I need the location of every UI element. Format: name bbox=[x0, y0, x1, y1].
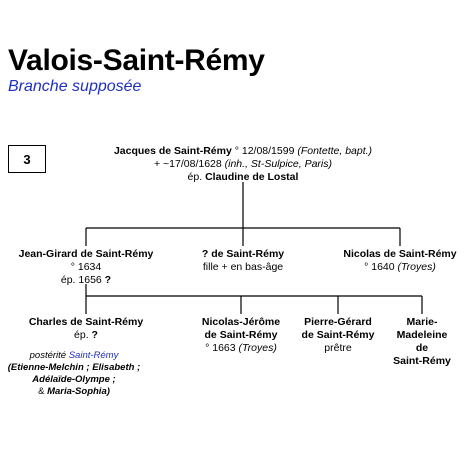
grandchild-2-birth: ° 1663 bbox=[205, 342, 236, 354]
grandchild-1-spouse-line: ép. ? bbox=[29, 329, 143, 342]
grandchild-4-name-line1: Marie- bbox=[406, 316, 438, 328]
posterity-label: postérité bbox=[29, 350, 67, 361]
grandchild-1-spouse: ? bbox=[91, 329, 98, 341]
posterity-line-2: Adélaïde-Olympe ; bbox=[32, 374, 116, 385]
child-3-birth: ° 1640 bbox=[364, 261, 395, 273]
root-death: + ~17/08/1628 bbox=[153, 158, 222, 170]
grandchild-4-name-line3: de bbox=[415, 342, 429, 354]
child-3: Nicolas de Saint-Rémy ° 1640 (Troyes) bbox=[343, 248, 456, 274]
child-1: Jean-Girard de Saint-Rémy ° 1634 ép. 165… bbox=[19, 248, 154, 287]
root-line2: + ~17/08/1628 (inh., St-Sulpice, Paris) bbox=[114, 158, 372, 171]
grandchild-1: Charles de Saint-Rémy ép. ? bbox=[29, 316, 143, 342]
child-2-name: ? de Saint-Rémy bbox=[201, 248, 285, 260]
grandchild-3-name-line2: de Saint-Rémy bbox=[301, 329, 375, 341]
grandchild-4: Marie- Madeleine de Saint-Rémy bbox=[393, 316, 451, 368]
root-person: Jacques de Saint-Rémy ° 12/08/1599 (Font… bbox=[114, 145, 372, 184]
child-1-marriage: ép. 1656 ? bbox=[19, 274, 154, 287]
root-death-note: (inh., St-Sulpice, Paris) bbox=[224, 158, 333, 170]
posterity-line-0: postérité Saint-Rémy bbox=[8, 350, 141, 362]
child-3-name: Nicolas de Saint-Rémy bbox=[343, 248, 457, 260]
grandchild-2-name-line2: de Saint-Rémy bbox=[204, 329, 278, 341]
grandchild-2: Nicolas-Jérôme de Saint-Rémy ° 1663 (Tro… bbox=[202, 316, 280, 355]
page-subtitle: Branche supposée bbox=[8, 78, 142, 95]
child-2-note: fille + en bas-âge bbox=[202, 261, 284, 273]
grandchild-4-name-line4: Saint-Rémy bbox=[393, 355, 451, 367]
root-line1: Jacques de Saint-Rémy ° 12/08/1599 (Font… bbox=[114, 145, 372, 158]
generation-number-box: 3 bbox=[8, 145, 46, 173]
grandchild-2-birth-note: (Troyes) bbox=[238, 342, 277, 354]
generation-number: 3 bbox=[23, 151, 31, 167]
grandchild-2-birth-line: ° 1663 (Troyes) bbox=[202, 342, 280, 355]
posterity-line-3-prefix: & bbox=[38, 386, 45, 397]
grandchild-2-name-line1: Nicolas-Jérôme bbox=[201, 316, 281, 328]
child-1-marriage-spouse: ? bbox=[104, 274, 112, 286]
child-3-birth-note: (Troyes) bbox=[397, 261, 436, 273]
page-title: Valois-Saint-Rémy bbox=[8, 44, 265, 77]
posterity-link[interactable]: Saint-Rémy bbox=[68, 350, 119, 361]
grandchild-3-note: prêtre bbox=[324, 342, 352, 354]
grandchild-3-name-line1: Pierre-Gérard bbox=[304, 316, 372, 328]
posterity-line-1: (Etienne-Melchin ; Elisabeth ; bbox=[7, 362, 141, 373]
grandchild-1-posterity: postérité Saint-Rémy (Etienne-Melchin ; … bbox=[8, 350, 141, 398]
child-1-birth: ° 1634 bbox=[70, 261, 102, 273]
root-line3: ép. Claudine de Lostal bbox=[114, 171, 372, 184]
grandchild-3: Pierre-Gérard de Saint-Rémy prêtre bbox=[302, 316, 375, 355]
child-2: ? de Saint-Rémy fille + en bas-âge bbox=[202, 248, 284, 274]
grandchild-1-spouse-prefix: ép. bbox=[74, 329, 89, 341]
posterity-line-3: & Maria-Sophia) bbox=[8, 386, 141, 398]
child-1-marriage-prefix: ép. 1656 bbox=[60, 274, 102, 286]
root-birth: ° 12/08/1599 bbox=[234, 145, 295, 157]
root-spouse-prefix: ép. bbox=[187, 171, 203, 183]
root-birth-note: (Fontette, bapt.) bbox=[297, 145, 373, 157]
root-name: Jacques de Saint-Rémy bbox=[113, 145, 232, 157]
grandchild-1-name: Charles de Saint-Rémy bbox=[28, 316, 144, 328]
child-3-birth-line: ° 1640 (Troyes) bbox=[343, 261, 456, 274]
root-spouse: Claudine de Lostal bbox=[205, 171, 299, 183]
grandchild-4-name-line2: Madeleine bbox=[396, 329, 448, 341]
posterity-line-3-name: Maria-Sophia) bbox=[47, 386, 110, 397]
child-1-name: Jean-Girard de Saint-Rémy bbox=[18, 248, 154, 260]
